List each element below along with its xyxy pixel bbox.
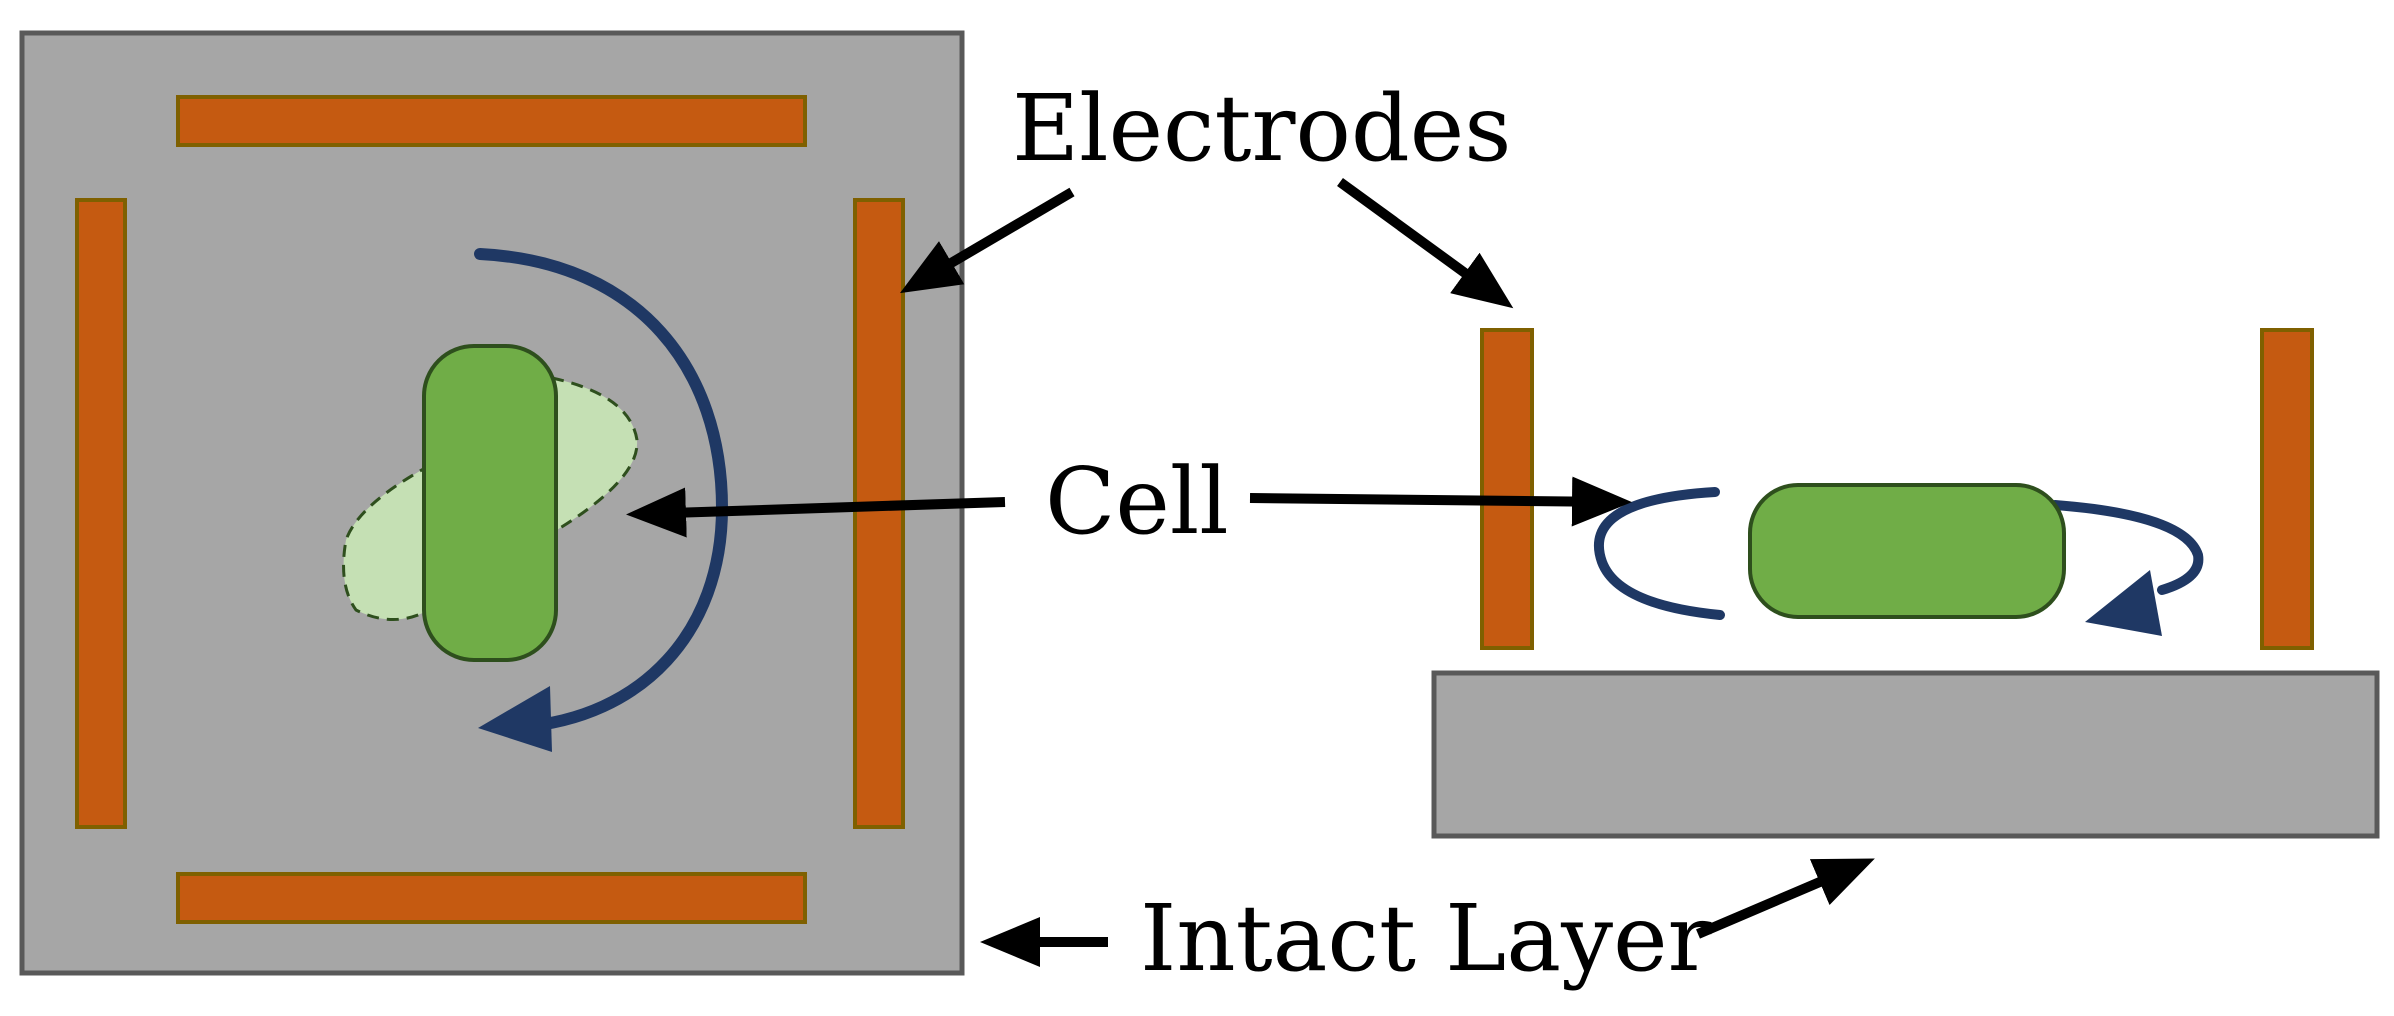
label-electrodes: Electrodes (1012, 75, 1511, 182)
cell-top-view (422, 344, 558, 662)
electrode-side-left (1480, 328, 1534, 650)
labels: Electrodes Cell Intact Layer (1012, 75, 1712, 992)
pointer-intact-layer-right (1696, 858, 1875, 939)
electrode-side-right (2260, 328, 2314, 650)
pointer-cell-left (626, 487, 1006, 538)
pointer-electrodes-left (899, 187, 1075, 294)
rotation-arrowhead-top-view (478, 686, 552, 752)
rotation-arrow-side-front (2050, 500, 2204, 595)
electrode-left (75, 198, 127, 829)
label-intact-layer: Intact Layer (1140, 885, 1712, 992)
intact-layer-side-view (1431, 670, 2380, 839)
electrode-top (176, 95, 807, 147)
rotation-arrowhead-side-view (2085, 570, 2162, 636)
pointer-electrodes-right (1337, 177, 1514, 309)
pointer-arrows (626, 177, 1875, 967)
side-view (1431, 328, 2380, 839)
electrode-right (853, 198, 905, 829)
rotation-arrow-side-back (1593, 487, 1725, 620)
electrode-bottom (176, 872, 807, 924)
cell-side-view (1748, 483, 2066, 619)
label-cell: Cell (1045, 448, 1229, 555)
pointer-cell-right (1249, 476, 1632, 527)
top-view (19, 30, 965, 976)
